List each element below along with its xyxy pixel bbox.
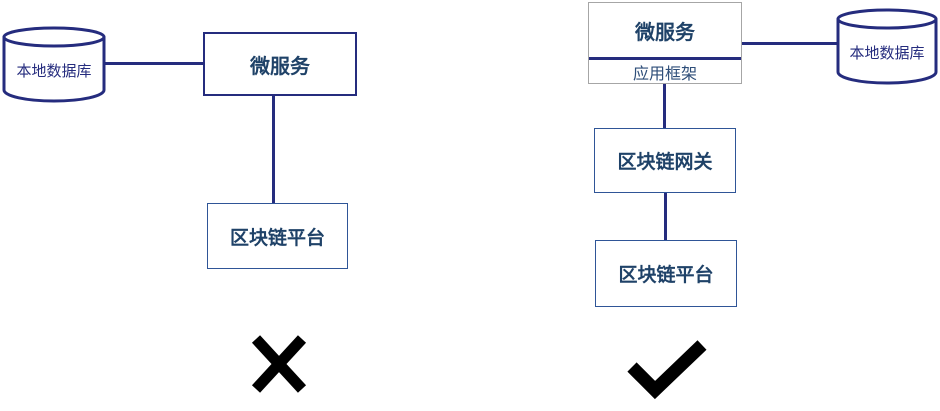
database-cylinder-icon <box>836 8 938 85</box>
right-local-database-cylinder: 本地数据库 <box>836 8 938 85</box>
right-microservice-label: 微服务 <box>635 21 695 44</box>
right-framework-label: 应用框架 <box>632 65 697 83</box>
left-connector-microservice-to-platform <box>272 96 275 203</box>
framework-divider <box>589 57 741 60</box>
right-local-database-label: 本地数据库 <box>849 45 925 62</box>
left-blockchain-platform-label: 区块链平台 <box>229 227 325 249</box>
check-mark-icon <box>627 340 707 400</box>
left-microservice-label: 微服务 <box>250 55 310 78</box>
right-blockchain-gateway-label: 区块链网关 <box>617 152 713 173</box>
right-blockchain-platform-box: 区块链平台 <box>595 240 737 307</box>
database-cylinder-icon <box>2 26 106 103</box>
x-mark-icon <box>251 335 307 393</box>
right-blockchain-platform-label: 区块链平台 <box>618 265 714 286</box>
right-microservice-framework-box: 微服务 应用框架 <box>588 2 742 84</box>
left-local-database-label: 本地数据库 <box>16 63 92 80</box>
right-connector-framework-to-gateway <box>663 84 666 128</box>
left-connector-db-to-microservice <box>105 62 204 65</box>
right-connector-microservice-to-db <box>742 42 837 45</box>
left-microservice-box: 微服务 <box>203 32 357 96</box>
right-blockchain-gateway-box: 区块链网关 <box>594 128 736 193</box>
left-blockchain-platform-box: 区块链平台 <box>207 203 348 269</box>
right-framework-section: 应用框架 <box>589 60 741 83</box>
left-local-database-cylinder: 本地数据库 <box>2 26 106 103</box>
right-microservice-section: 微服务 <box>589 3 741 57</box>
right-connector-gateway-to-platform <box>664 193 667 240</box>
